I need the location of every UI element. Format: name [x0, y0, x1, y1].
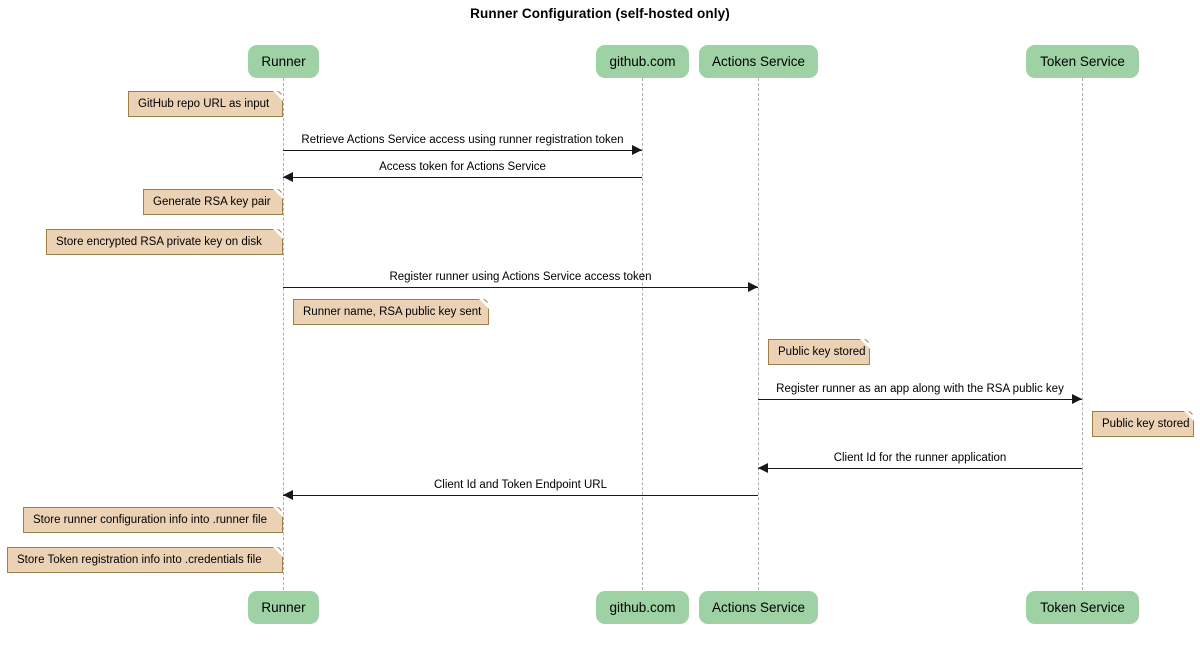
participant-label: Runner	[261, 54, 306, 69]
lifeline-runner	[283, 78, 284, 590]
note-store-runner-configuration: Store runner configuration info into .ru…	[23, 507, 283, 533]
note-store-token-registration: Store Token registration info into .cred…	[7, 547, 283, 573]
note-fold-edge-icon	[475, 299, 489, 313]
note-fold-edge-icon	[269, 91, 283, 105]
message-arrowhead-m2	[283, 172, 293, 182]
note-fold-edge-icon	[269, 547, 283, 561]
message-line-m6	[283, 495, 758, 496]
note-label: Store encrypted RSA private key on disk	[56, 236, 262, 248]
participant-label: Token Service	[1040, 600, 1125, 615]
note-fold-edge-icon	[269, 229, 283, 243]
message-label-m3: Register runner using Actions Service ac…	[389, 271, 652, 283]
message-arrowhead-m5	[758, 463, 768, 473]
participant-runner-top[interactable]: Runner	[248, 45, 319, 78]
participant-label: Runner	[261, 600, 306, 615]
lifeline-token	[1082, 78, 1083, 590]
participant-actions-bottom[interactable]: Actions Service	[699, 591, 818, 624]
lifeline-github	[642, 78, 643, 590]
message-line-m1	[283, 150, 642, 151]
note-fold-edge-icon	[856, 339, 870, 353]
message-arrowhead-m1	[632, 145, 642, 155]
participant-label: github.com	[609, 54, 676, 69]
note-label: Generate RSA key pair	[153, 196, 271, 208]
message-label-m4: Register runner as an app along with the…	[776, 383, 1064, 395]
note-fold-edge-icon	[269, 507, 283, 521]
participant-label: github.com	[609, 600, 676, 615]
participant-runner-bottom[interactable]: Runner	[248, 591, 319, 624]
message-label-m1: Retrieve Actions Service access using ru…	[301, 134, 624, 146]
participant-github-bottom[interactable]: github.com	[596, 591, 689, 624]
note-fold-edge-icon	[269, 189, 283, 203]
message-line-m5	[758, 468, 1082, 469]
message-label-m2: Access token for Actions Service	[379, 161, 546, 173]
message-arrowhead-m4	[1072, 394, 1082, 404]
note-public-key-stored-actions: Public key stored	[768, 339, 870, 365]
lifeline-actions	[758, 78, 759, 590]
note-generate-rsa-key-pair: Generate RSA key pair	[143, 189, 283, 215]
message-label-m5: Client Id for the runner application	[833, 452, 1007, 464]
note-fold-edge-icon	[1180, 411, 1194, 425]
note-label: Store Token registration info into .cred…	[17, 554, 262, 566]
participant-actions-top[interactable]: Actions Service	[699, 45, 818, 78]
message-line-m3	[283, 287, 758, 288]
note-label: Store runner configuration info into .ru…	[33, 514, 267, 526]
note-github-repo-url: GitHub repo URL as input	[128, 91, 283, 117]
participant-label: Token Service	[1040, 54, 1125, 69]
message-line-m2	[283, 177, 642, 178]
participant-label: Actions Service	[711, 600, 806, 615]
note-label: Public key stored	[1102, 418, 1190, 430]
participant-token-bottom[interactable]: Token Service	[1026, 591, 1139, 624]
note-label: Runner name, RSA public key sent	[303, 306, 482, 318]
note-label: GitHub repo URL as input	[138, 98, 270, 110]
note-store-encrypted-rsa-private-key: Store encrypted RSA private key on disk	[46, 229, 283, 255]
note-public-key-stored-token: Public key stored	[1092, 411, 1194, 437]
participant-github-top[interactable]: github.com	[596, 45, 689, 78]
note-runner-name-rsa-public-key: Runner name, RSA public key sent	[293, 299, 489, 325]
message-label-m6: Client Id and Token Endpoint URL	[433, 479, 608, 491]
participant-label: Actions Service	[711, 54, 806, 69]
note-label: Public key stored	[778, 346, 866, 358]
message-arrowhead-m6	[283, 490, 293, 500]
page-title: Runner Configuration (self-hosted only)	[470, 6, 730, 21]
participant-token-top[interactable]: Token Service	[1026, 45, 1139, 78]
message-line-m4	[758, 399, 1082, 400]
message-arrowhead-m3	[748, 282, 758, 292]
